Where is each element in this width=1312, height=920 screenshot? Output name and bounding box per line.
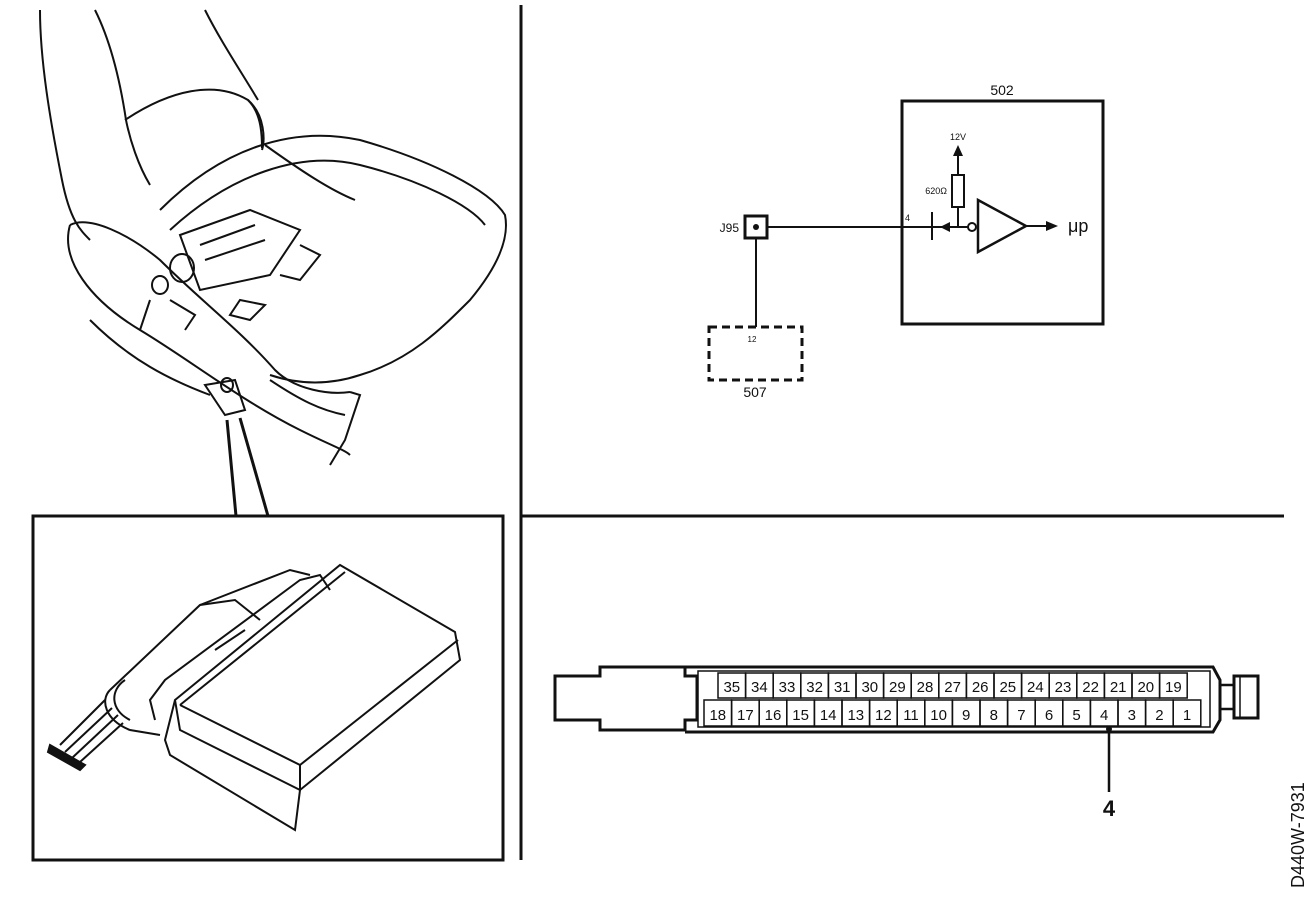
pin-number-label: 34 [751,679,768,696]
j95-label: J95 [720,221,740,235]
resistor-label: 620Ω [925,186,947,196]
buffer-symbol [976,197,1029,255]
output-label: μp [1068,216,1088,236]
pin-number-label: 32 [806,679,823,696]
pin-number-label: 18 [709,707,726,724]
seat-illustration [39,9,507,466]
schematic: 502 4 12V 620Ω μp J95 12 507 [707,82,1105,400]
module-502-box [900,99,1105,326]
pin-number-label: 17 [737,707,754,724]
pin-number-label: 35 [723,679,740,696]
pin-number-label: 24 [1027,679,1044,696]
pin-row-top: 35 34 33 32 31 30 29 28 27 26 25 24 23 22 21 20 19 [717,672,1188,699]
pin-number-label: 20 [1137,679,1154,696]
pin-number-label: 5 [1072,707,1080,724]
module-507-pin-label: 12 [748,335,757,344]
pin-number-label: 6 [1045,707,1053,724]
module-507-label: 507 [743,384,767,400]
pin-number-label: 10 [930,707,947,724]
module-502-label: 502 [990,82,1014,98]
pin-number-label: 31 [834,679,851,696]
pin-callout-label: 4 [1103,796,1116,821]
pin-cell [1172,699,1202,727]
pin-number-label: 29 [889,679,906,696]
pin-number-label: 1 [1183,707,1191,724]
pin-number-label: 19 [1165,679,1182,696]
figure-code: D440W-7931 [1288,782,1308,888]
pin-number-label: 22 [1082,679,1099,696]
pin-number-label: 30 [861,679,878,696]
pin-number-label: 13 [847,707,864,724]
pin-number-label: 11 [903,707,919,724]
pin-number-label: 26 [972,679,989,696]
inset-leader-lines [225,417,270,517]
panel-dividers [519,5,1284,860]
pin-4-label: 4 [905,213,910,223]
pin-number-label: 9 [962,707,970,724]
pin-number-label: 27 [944,679,961,696]
pin-number-label: 33 [779,679,796,696]
pin-number-label: 14 [820,707,837,724]
voltage-label: 12V [950,132,966,142]
pin-number-label: 23 [1055,679,1072,696]
pin-row-bottom: 18 17 16 15 14 13 12 11 10 9 8 7 6 5 4 3 2 1 [703,699,1202,727]
pin-number-label: 15 [792,707,809,724]
module-inset [31,514,505,862]
pin-number-label: 7 [1017,707,1025,724]
resistor-symbol [951,174,965,208]
pin-number-label: 4 [1100,707,1108,724]
pin-number-label: 21 [1110,679,1127,696]
pin-number-label: 12 [875,707,892,724]
module-507-box [707,325,804,382]
pin-number-label: 16 [765,707,782,724]
pin-number-label: 28 [917,679,934,696]
pin-number-label: 2 [1155,707,1163,724]
pin-number-label: 25 [999,679,1016,696]
pin-cell [1158,672,1188,699]
pin-number-label: 8 [990,707,998,724]
pin-number-label: 3 [1128,707,1136,724]
